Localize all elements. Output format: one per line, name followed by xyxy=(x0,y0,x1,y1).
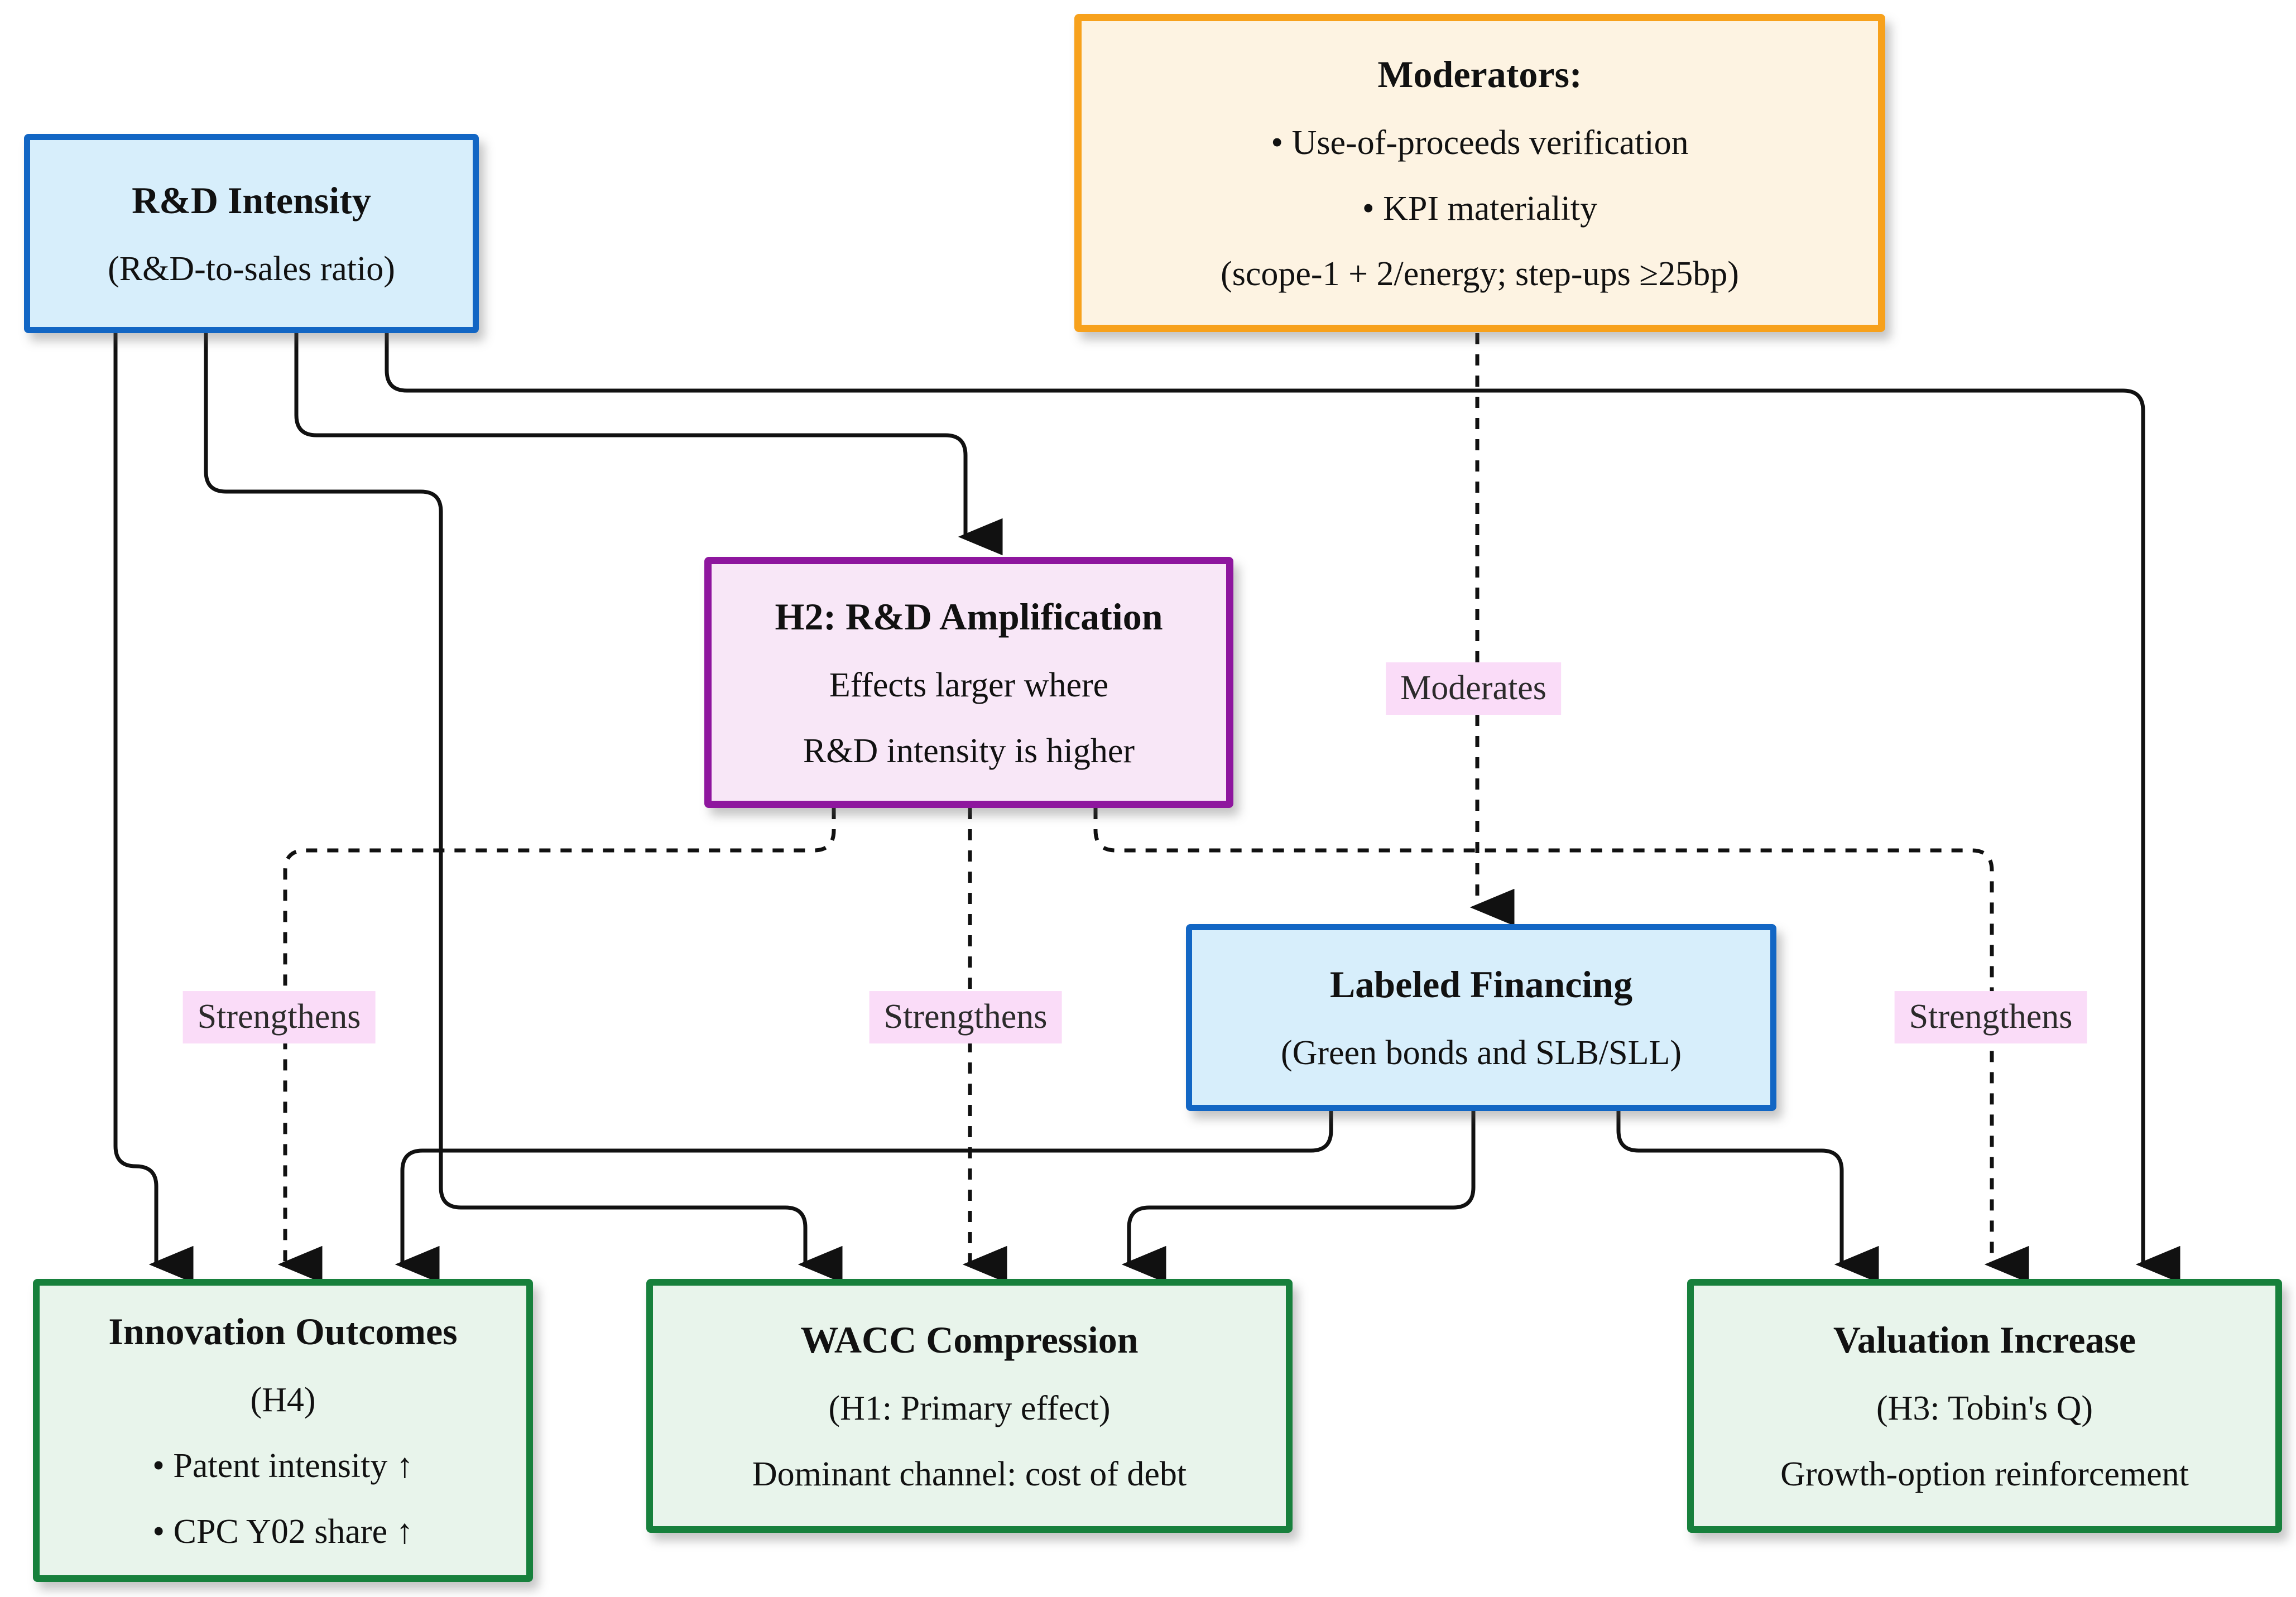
node-line: (H3: Tobin's Q) xyxy=(1876,1389,2093,1428)
node-line: (H4) xyxy=(250,1381,316,1420)
node-innovation-outcomes: Innovation Outcomes (H4) • Patent intens… xyxy=(33,1279,533,1582)
node-line: Growth-option reinforcement xyxy=(1780,1455,2189,1494)
node-line: (Green bonds and SLB/SLL) xyxy=(1280,1034,1682,1072)
node-line: (R&D-to-sales ratio) xyxy=(108,250,395,288)
node-wacc-compression: WACC Compression (H1: Primary effect) Do… xyxy=(646,1279,1293,1533)
node-line: R&D intensity is higher xyxy=(803,732,1135,770)
node-title: WACC Compression xyxy=(800,1319,1139,1362)
edge-label-strengthens-center: Strengthens xyxy=(869,991,1062,1043)
node-line: • CPC Y02 share ↑ xyxy=(152,1512,414,1551)
node-line: Effects larger where xyxy=(829,666,1109,704)
edge-financing-to-wacc xyxy=(1121,1111,1476,1283)
node-title: Labeled Financing xyxy=(1329,963,1633,1006)
edge-label-moderates: Moderates xyxy=(1386,662,1561,715)
node-line: • KPI materiality xyxy=(1362,189,1598,228)
node-line: • Patent intensity ↑ xyxy=(152,1447,414,1485)
edge-label-strengthens-right: Strengthens xyxy=(1894,991,2087,1043)
node-rnd-intensity: R&D Intensity (R&D-to-sales ratio) xyxy=(24,134,479,333)
node-valuation-increase: Valuation Increase (H3: Tobin's Q) Growt… xyxy=(1687,1279,2282,1533)
edge-h2-to-innovation xyxy=(277,808,836,1283)
node-line: (H1: Primary effect) xyxy=(828,1389,1111,1428)
node-line: Dominant channel: cost of debt xyxy=(752,1455,1187,1494)
node-line: (scope-1 + 2/energy; step-ups ≥25bp) xyxy=(1221,255,1739,294)
edge-rnd-to-innovation xyxy=(113,333,194,1283)
edge-financing-to-innovation xyxy=(395,1111,1333,1283)
node-title: H2: R&D Amplification xyxy=(775,595,1163,638)
node-title: Valuation Increase xyxy=(1833,1319,2136,1362)
edge-rnd-to-valuation xyxy=(385,333,2180,1283)
edge-label-strengthens-left: Strengthens xyxy=(182,991,376,1043)
node-moderators: Moderators: • Use-of-proceeds verificati… xyxy=(1074,14,1885,332)
edge-financing-to-valuation xyxy=(1616,1111,1879,1283)
node-line: • Use-of-proceeds verification xyxy=(1271,123,1689,162)
node-labeled-financing: Labeled Financing (Green bonds and SLB/S… xyxy=(1186,924,1776,1111)
node-h2-amplification: H2: R&D Amplification Effects larger whe… xyxy=(704,557,1233,808)
edge-rnd-to-h2 xyxy=(294,333,1003,556)
node-title: R&D Intensity xyxy=(132,179,371,222)
node-title: Innovation Outcomes xyxy=(108,1310,458,1353)
node-title: Moderators: xyxy=(1377,52,1582,95)
edge-h2-to-valuation xyxy=(1093,808,2029,1283)
